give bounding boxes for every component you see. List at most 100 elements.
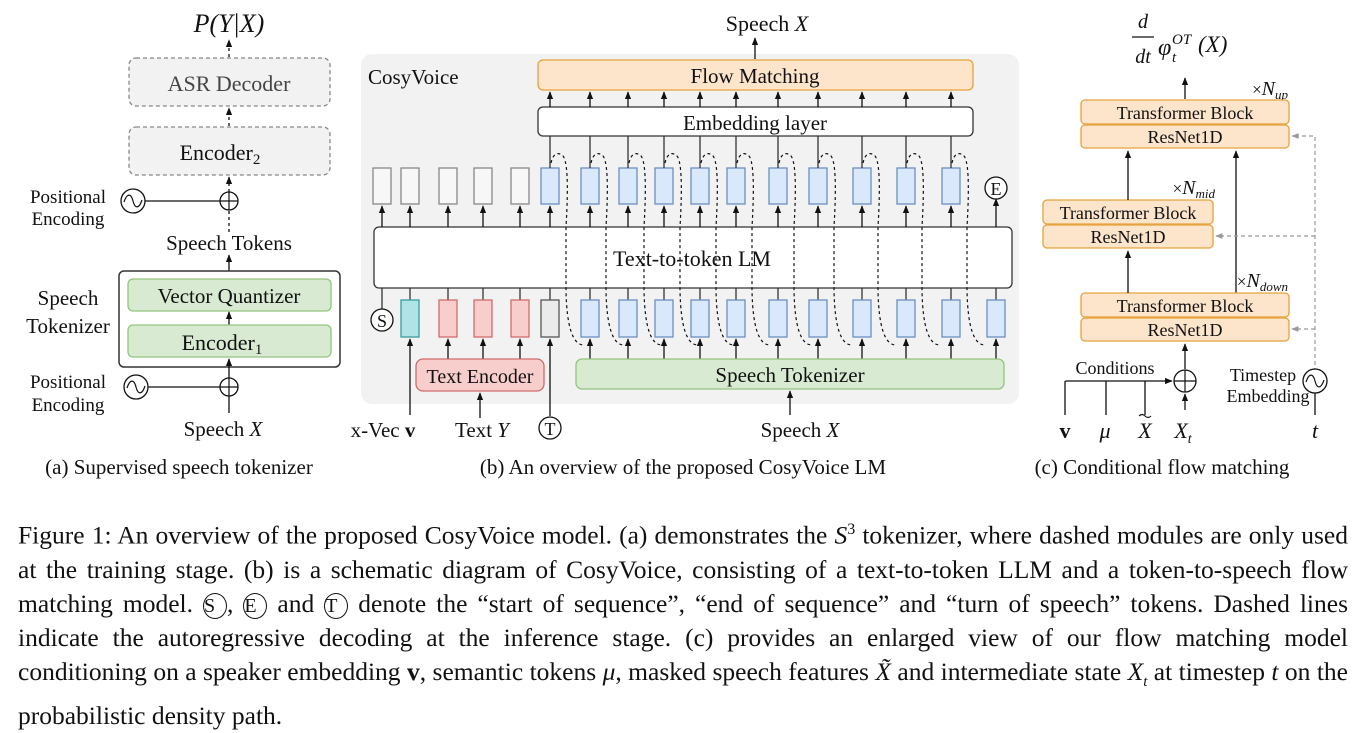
speech-tokenizer-box-b (575, 358, 1005, 390)
derivative-denominator: dt (1135, 46, 1151, 68)
figure-diagram: P(Y|X) ASR Decoder Encoder2 Positional E… (26, 9, 1328, 479)
text-token (473, 299, 493, 338)
end-symbol: E (243, 592, 268, 619)
flow-output-phi: φ (1158, 35, 1171, 61)
resnet-mid (1042, 224, 1214, 249)
output-placeholder-token (400, 167, 420, 205)
speech-tokenizer-label-b: Speech Tokenizer (715, 363, 864, 387)
transformer-block-down-label: Transformer Block (1117, 296, 1254, 316)
autoregressive-dashed-line (664, 153, 699, 346)
vector-quantizer-box (127, 278, 332, 312)
timestep-label-2: Embedding (1227, 386, 1310, 406)
autoregressive-dashed-line (628, 153, 663, 346)
figure-caption: Figure 1: An overview of the proposed Co… (18, 520, 1349, 730)
speech-tokenizer-side-label-2: Tokenizer (26, 314, 110, 338)
predicted-speech-token (852, 167, 872, 205)
autoregressive-dashed-line (951, 153, 986, 346)
input-speech-token (726, 299, 746, 338)
resnet-down (1080, 317, 1290, 342)
autoregressive-dashed-line (700, 153, 735, 346)
pos-enc-bottom-label-1: Positional (30, 372, 106, 393)
input-xt: Xt (1173, 418, 1192, 447)
flow-output-sup: OT (1172, 32, 1193, 48)
input-speech-token (896, 299, 916, 338)
n-mid-label: ×Nmid (1173, 177, 1216, 201)
input-xtilde: X (1137, 418, 1153, 443)
predicted-speech-token (896, 167, 916, 205)
input-v: v (1060, 418, 1071, 443)
pos-enc-bottom-label-2: Encoding (32, 395, 105, 416)
turn-token-icon (538, 416, 562, 440)
text-to-token-lm-box (373, 226, 1013, 289)
predicted-speech-token (808, 167, 828, 205)
speech-tokenizer-side-label-1: Speech (38, 286, 99, 310)
predicted-speech-token (618, 167, 638, 205)
transformer-block-mid-label: Transformer Block (1060, 203, 1197, 223)
predicted-speech-token (726, 167, 746, 205)
output-placeholder-token (372, 167, 392, 205)
encoder1-label: Encoder1 (182, 330, 263, 358)
flow-output-arg: (X) (1198, 32, 1227, 57)
text-input-label: Text Y (455, 418, 511, 442)
autoregressive-dashed-line (736, 153, 771, 346)
resnet-down-label: ResNet1D (1148, 320, 1223, 340)
encoder2-label: Encoder2 (180, 140, 261, 168)
start-token-icon (370, 308, 394, 332)
asr-decoder-box (128, 57, 331, 107)
start-symbol: S (203, 592, 228, 619)
autoregressive-dashed-line (590, 153, 625, 346)
predicted-speech-token (580, 167, 600, 205)
timestep-label-1: Timestep (1230, 365, 1296, 385)
embedding-layer-label: Embedding layer (683, 111, 827, 135)
vector-quantizer-label: Vector Quantizer (158, 284, 301, 308)
resnet-up-label: ResNet1D (1148, 127, 1223, 147)
input-speech-token (852, 299, 872, 338)
derivative-numerator: d (1138, 11, 1149, 33)
input-speech-token (768, 299, 788, 338)
autoregressive-dashed-line (818, 153, 853, 346)
panel-b: CosyVoice Speech X Flow Matching Embeddi… (351, 11, 1019, 479)
encoder2-box (128, 126, 331, 176)
text-token (510, 299, 530, 338)
encoder1-box (127, 324, 332, 358)
resnet-mid-label: ResNet1D (1091, 227, 1166, 247)
text-token (438, 299, 458, 338)
input-speech-token (941, 299, 961, 338)
input-speech-token (654, 299, 674, 338)
flow-matching-label: Flow Matching (691, 64, 820, 88)
predicted-speech-token (654, 167, 674, 205)
predicted-speech-token (540, 167, 560, 205)
speech-input-label: Speech X (184, 417, 264, 441)
flow-matching-box (537, 59, 974, 91)
panel-c: d dt φ OT t (X) ×Nup Transformer Block R… (1035, 11, 1328, 479)
output-placeholder-token (473, 167, 493, 205)
pos-enc-top-label-1: Positional (30, 187, 106, 208)
n-down-label: ×Ndown (1237, 270, 1288, 294)
input-speech-token (986, 299, 1006, 338)
turn-symbol: T (324, 592, 349, 619)
text-to-token-lm-label: Text-to-token LM (613, 246, 771, 271)
input-mu: μ (1098, 418, 1110, 443)
end-token-icon (984, 176, 1008, 200)
caption-b: (b) An overview of the proposed CosyVoic… (480, 455, 886, 479)
n-up-label: ×Nup (1252, 78, 1288, 102)
input-speech-token (618, 299, 638, 338)
text-encoder-box (415, 358, 545, 392)
conditions-label: Conditions (1075, 358, 1154, 378)
asr-decoder-label: ASR Decoder (168, 71, 291, 96)
turn-token-label: T (545, 419, 556, 439)
predicted-speech-token (941, 167, 961, 205)
input-speech-token (690, 299, 710, 338)
caption-c: (c) Conditional flow matching (1035, 455, 1290, 479)
transformer-block-down (1080, 292, 1290, 318)
speech-output-label: Speech X (726, 11, 810, 36)
turn-token-box (540, 299, 560, 338)
flow-output-sub: t (1172, 50, 1177, 66)
embedding-layer-box (537, 106, 974, 137)
panel-a: P(Y|X) ASR Decoder Encoder2 Positional E… (26, 9, 341, 479)
speech-tokens-label: Speech Tokens (166, 231, 292, 255)
output-placeholder-token (438, 167, 458, 205)
xvec-label: x-Vec v (351, 418, 416, 442)
autoregressive-dashed-line (550, 153, 585, 346)
predicted-speech-token (768, 167, 788, 205)
